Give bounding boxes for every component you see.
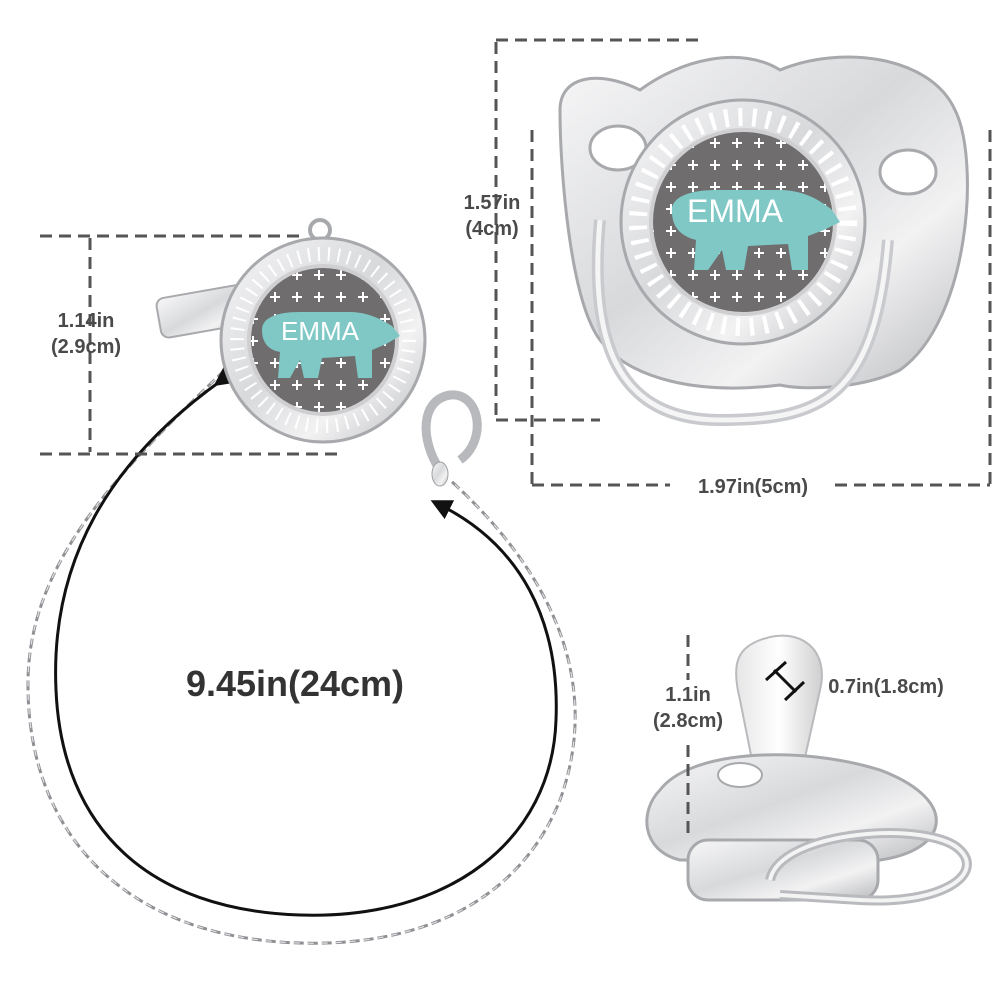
nipple-height-in: 1.1in <box>665 684 711 706</box>
engraved-name-clip: EMMA <box>281 316 360 346</box>
pacifier-clip: EMMA <box>155 218 427 444</box>
clip-height-in: 1.14in <box>57 310 115 332</box>
chain <box>26 368 577 945</box>
bear-silhouette-clip <box>262 312 400 378</box>
clip-height-cm: (2.9cm) <box>50 336 122 358</box>
chain-length-label: 9.45in(24cm) <box>185 663 405 704</box>
clip-height-label: 1.14in (2.9cm) <box>28 308 144 360</box>
pacifier-height-in: 1.57in <box>463 192 521 214</box>
nipple-width-label: 0.7in(1.8cm) <box>828 676 944 698</box>
bear-silhouette-pacifier <box>671 190 840 270</box>
nipple-height-label: 1.1in (2.8cm) <box>632 682 744 734</box>
pacifier-height-label: 1.57in (4cm) <box>442 190 542 242</box>
engraved-name-pacifier: EMMA <box>687 193 784 229</box>
nipple-height-cm: (2.8cm) <box>652 710 724 732</box>
chain-length-arrow <box>54 365 558 917</box>
pacifier-height-cm: (4cm) <box>465 218 519 240</box>
pacifier-front-view: EMMA <box>558 55 969 427</box>
nipple-width-marker <box>764 660 806 702</box>
lobster-clasp <box>421 390 482 487</box>
pacifier-side-view <box>645 634 972 906</box>
dimension-guides <box>40 38 992 840</box>
pacifier-width-label: 1.97in(5cm) <box>697 476 809 498</box>
